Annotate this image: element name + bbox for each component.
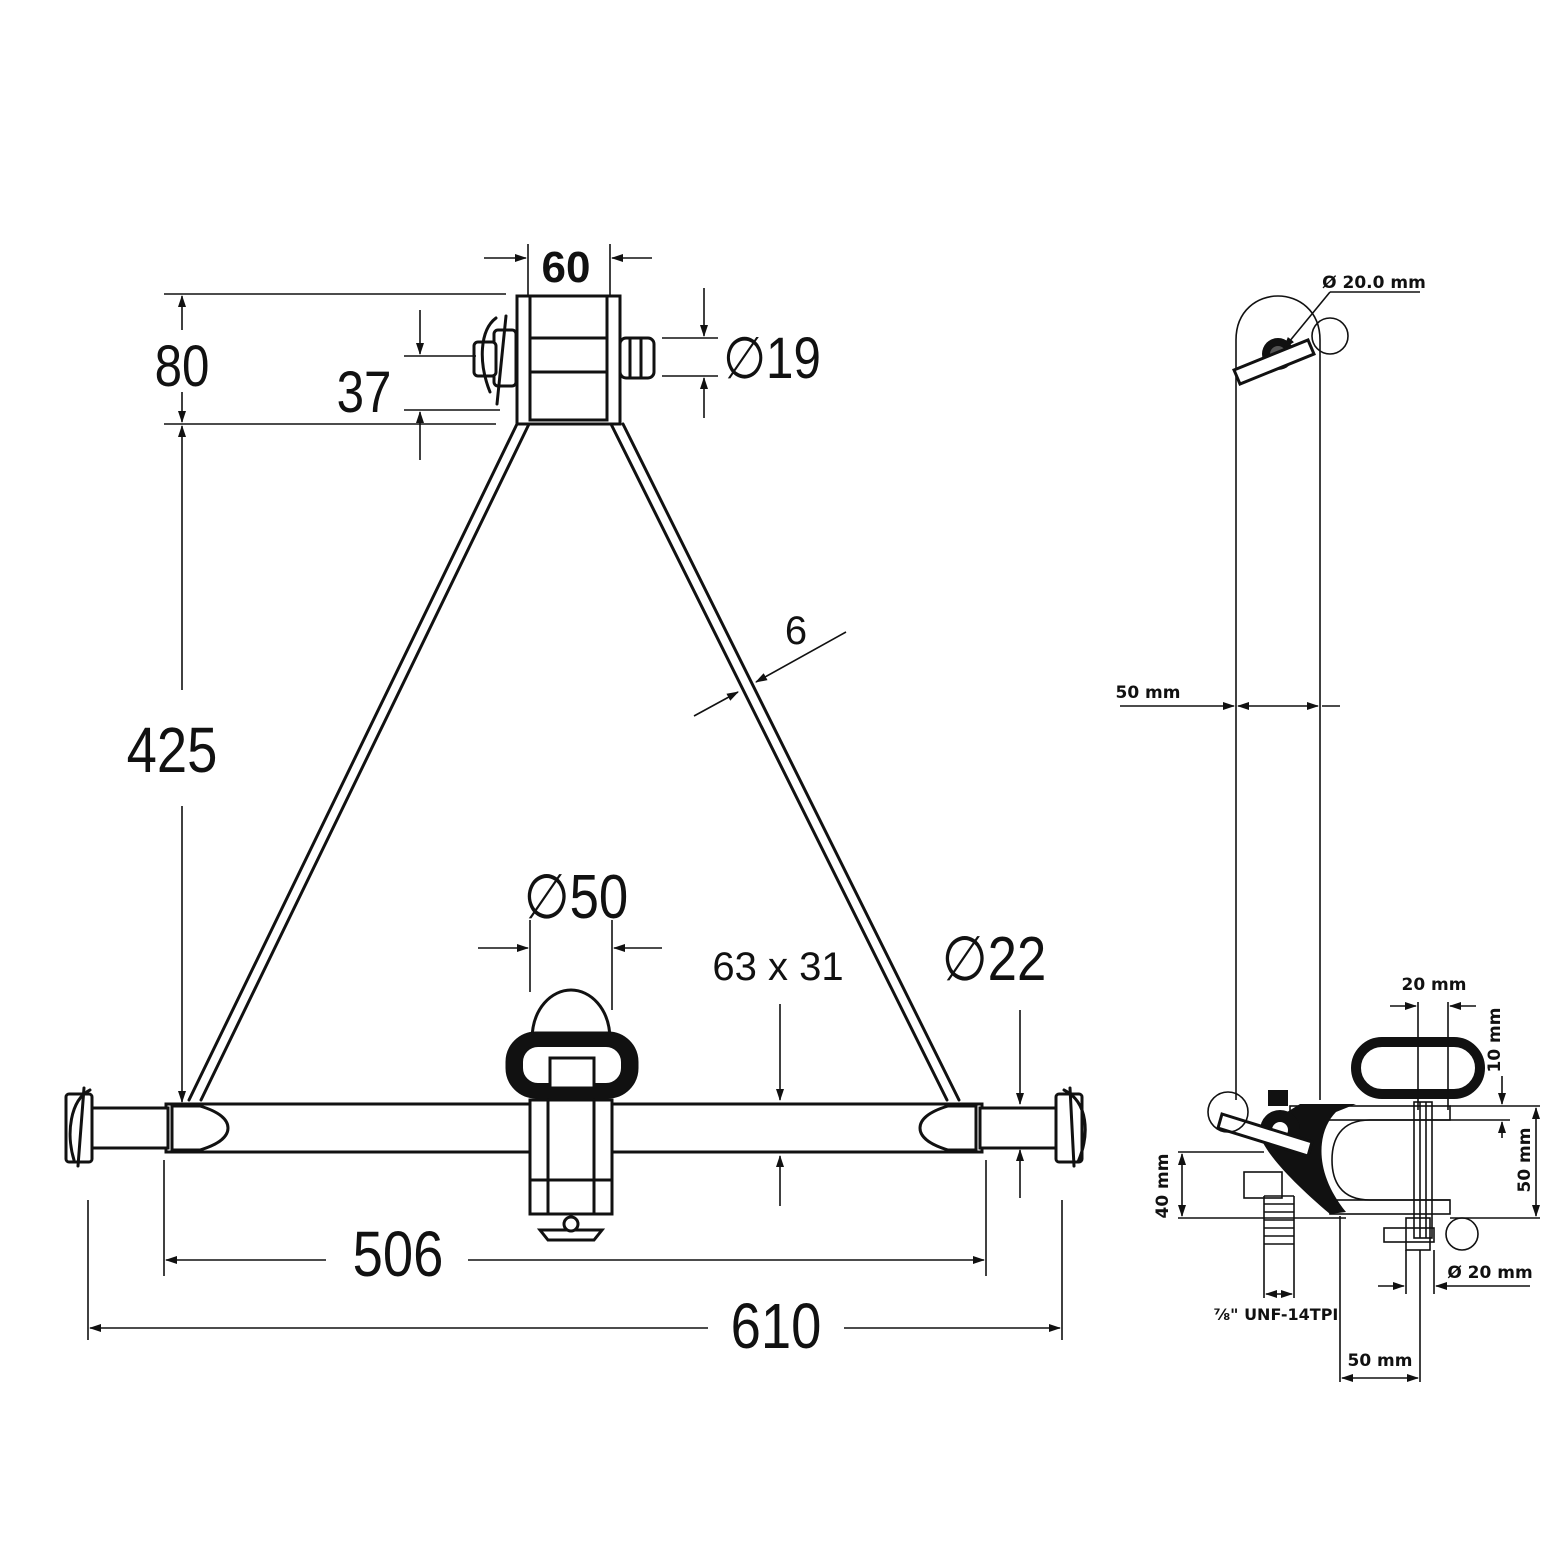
side-dim-left-height: 40 mm xyxy=(1153,1151,1346,1219)
left-strut xyxy=(187,422,531,1102)
dim-506-label: 506 xyxy=(353,1218,444,1290)
side-dim-clevis-height-label: 50 mm xyxy=(1515,1127,1535,1192)
side-dim-pin-dia: Ø 20 mm xyxy=(1378,1250,1533,1294)
dim-610: 610 xyxy=(87,1200,1063,1362)
top-clevis xyxy=(515,294,622,426)
side-dim-clevis-height: 50 mm xyxy=(1450,1107,1540,1219)
right-strut xyxy=(609,422,961,1102)
dim-425-label: 425 xyxy=(127,714,218,786)
side-dim-top-hole-label: Ø 20.0 mm xyxy=(1322,273,1426,293)
side-dim-bottom-width: 50 mm xyxy=(1339,1216,1421,1382)
dim-19-label: ∅19 xyxy=(723,326,821,391)
side-dim-loop-height: 10 mm xyxy=(1450,1007,1540,1138)
dim-6: 6 xyxy=(693,609,847,717)
front-view: 60 80 37 ∅19 425 xyxy=(64,243,1087,1362)
dim-6-label: 6 xyxy=(785,609,807,653)
side-dim-thread: ⅞" UNF-14TPI xyxy=(1214,1250,1339,1324)
side-dim-bottom-width-label: 50 mm xyxy=(1347,1351,1412,1371)
dim-63x31: 63 x 31 xyxy=(712,945,844,1206)
side-view: Ø 20.0 mm 50 mm 20 mm 10 mm 50 mm xyxy=(1115,273,1540,1382)
left-lower-pin xyxy=(64,1086,170,1168)
side-dim-loop-height-label: 10 mm xyxy=(1485,1007,1505,1072)
side-dim-plate-width: 50 mm xyxy=(1115,683,1340,710)
dim-50-label: ∅50 xyxy=(524,863,628,932)
dim-37-label: 37 xyxy=(337,360,392,425)
dim-506: 506 xyxy=(163,1160,987,1290)
dim-19: ∅19 xyxy=(662,288,821,418)
top-pin-left xyxy=(472,314,518,406)
side-dim-left-height-label: 40 mm xyxy=(1153,1153,1173,1218)
dim-60-label: 60 xyxy=(542,243,591,292)
right-lower-pin xyxy=(978,1086,1087,1168)
dim-425: 425 xyxy=(127,425,218,1103)
side-clevis xyxy=(1207,1090,1479,1251)
dim-610-label: 610 xyxy=(731,1290,822,1362)
dim-63x31-label: 63 x 31 xyxy=(712,945,843,989)
side-dim-top-hole: Ø 20.0 mm xyxy=(1283,273,1426,349)
top-pin-right xyxy=(618,336,656,380)
side-top-pin xyxy=(1232,317,1349,386)
dim-80-label: 80 xyxy=(155,334,210,399)
dim-37: 37 xyxy=(337,310,500,460)
side-dim-loop-width: 20 mm xyxy=(1390,975,1476,1110)
hitch-ball-icon xyxy=(505,988,639,1242)
dim-50: ∅50 xyxy=(478,863,662,1010)
side-dim-loop-width-label: 20 mm xyxy=(1401,975,1466,995)
side-plate xyxy=(1235,295,1321,1100)
side-dim-thread-label: ⅞" UNF-14TPI xyxy=(1214,1305,1339,1324)
dim-22: ∅22 xyxy=(942,925,1046,1198)
dim-22-label: ∅22 xyxy=(942,925,1046,994)
side-dim-pin-dia-label: Ø 20 mm xyxy=(1447,1263,1532,1283)
dim-60: 60 xyxy=(484,243,652,296)
dim-80: 80 xyxy=(155,293,506,425)
side-dim-plate-width-label: 50 mm xyxy=(1115,683,1180,703)
